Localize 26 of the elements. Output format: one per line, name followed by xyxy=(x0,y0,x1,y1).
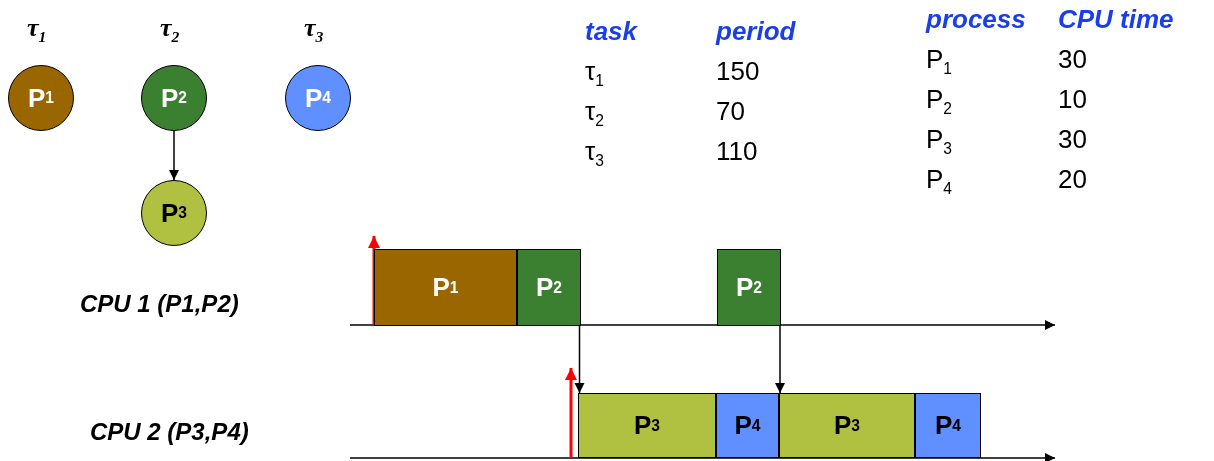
table-cell: 30 xyxy=(1058,46,1087,72)
cpu-label: CPU 2 (P3,P4) xyxy=(90,420,249,444)
cpu-label: CPU 1 (P1,P2) xyxy=(80,292,239,316)
table-header: period xyxy=(716,18,796,44)
task-label: τ$_{3}$ xyxy=(304,13,324,47)
table-cell: τ$_{1}$ xyxy=(585,58,604,89)
table-cell: P$_{4}$ xyxy=(926,166,953,197)
task-label: τ$_{1}$ xyxy=(27,13,47,47)
task-label: τ$_{2}$ xyxy=(160,13,180,47)
table-cell: 10 xyxy=(1058,86,1087,112)
table-cell: P$_{1}$ xyxy=(926,46,953,77)
table-cell: 30 xyxy=(1058,126,1087,152)
table-cell: 150 xyxy=(716,58,760,84)
table-cell: τ$_{3}$ xyxy=(585,138,604,169)
table-header: task xyxy=(585,18,638,44)
arrow xyxy=(774,325,786,394)
arrow xyxy=(574,325,585,394)
table-cell: 20 xyxy=(1058,166,1087,192)
table-header: CPU time xyxy=(1058,6,1174,32)
table-cell: 110 xyxy=(716,138,758,164)
table-cell: P$_{3}$ xyxy=(926,126,953,157)
arrow xyxy=(168,130,180,181)
table-cell: 70 xyxy=(716,98,745,124)
table-header: process xyxy=(926,6,1026,32)
table-cell: τ$_{2}$ xyxy=(585,98,604,129)
table-cell: P$_{2}$ xyxy=(926,86,953,117)
